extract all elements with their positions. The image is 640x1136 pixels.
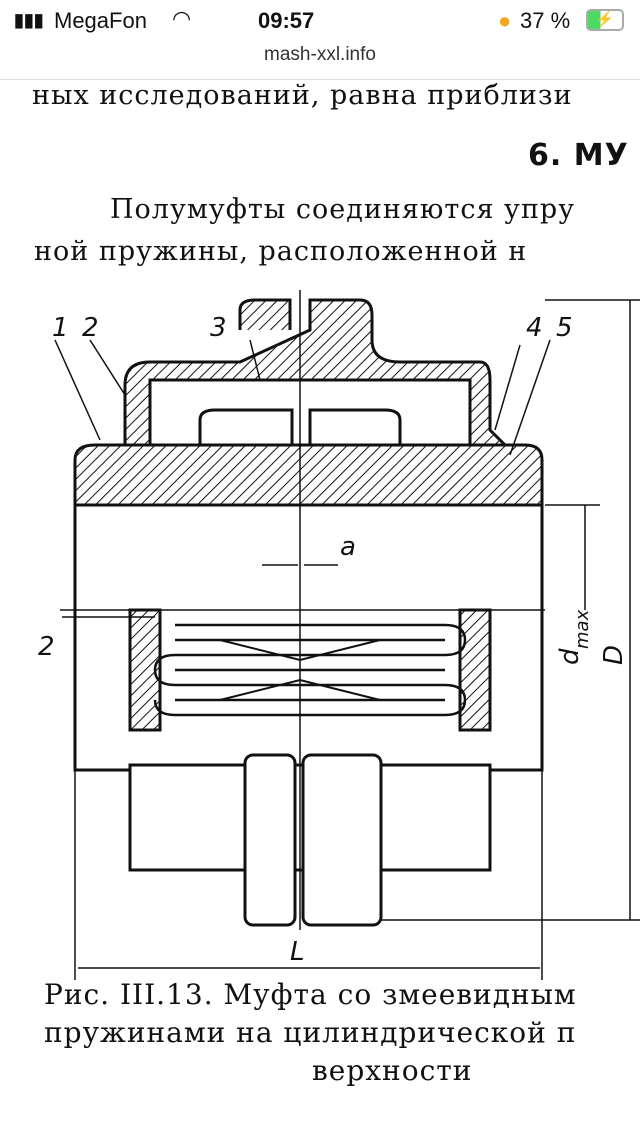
- label-5: 5: [556, 313, 573, 343]
- label-L: L: [290, 937, 305, 967]
- url-bar[interactable]: mash-xxl.info: [264, 44, 376, 65]
- label-dmax-sub: max: [572, 609, 593, 649]
- signal-icon: ▮▮▮: [14, 10, 44, 30]
- dot-indicator: ●: [498, 8, 512, 33]
- battery-charging-icon: ⚡: [586, 9, 624, 31]
- status-bar: ▮▮▮ MegaFon ◠ 09:57 ● 37 % ⚡: [0, 0, 640, 44]
- label-3: 3: [210, 313, 227, 343]
- label-dmax: d: [555, 648, 585, 665]
- figure-caption: верхности: [312, 1054, 473, 1087]
- label-1: 1: [52, 313, 69, 343]
- text-line: Полумуфты соединяются упру: [110, 194, 576, 225]
- battery-text: 37 %: [520, 8, 571, 33]
- figure-caption: пружинами на цилиндрической п: [44, 1016, 577, 1049]
- divider: [0, 79, 640, 80]
- label-2: 2: [82, 313, 99, 343]
- label-D: D: [599, 645, 629, 665]
- label-spring: 2: [38, 632, 55, 662]
- wifi-icon: ◠: [172, 6, 192, 31]
- text-line: ной пружины, расположенной н: [34, 236, 528, 267]
- clock: 09:57: [258, 8, 315, 33]
- section-heading: 6. МУ: [528, 138, 629, 173]
- label-4: 4: [526, 313, 543, 343]
- text-line: ных исследований, равна приблизи: [32, 80, 573, 111]
- carrier: MegaFon: [54, 8, 147, 33]
- label-a: a: [340, 532, 356, 562]
- figure-caption: Рис. III.13. Муфта со змеевидным: [44, 978, 577, 1011]
